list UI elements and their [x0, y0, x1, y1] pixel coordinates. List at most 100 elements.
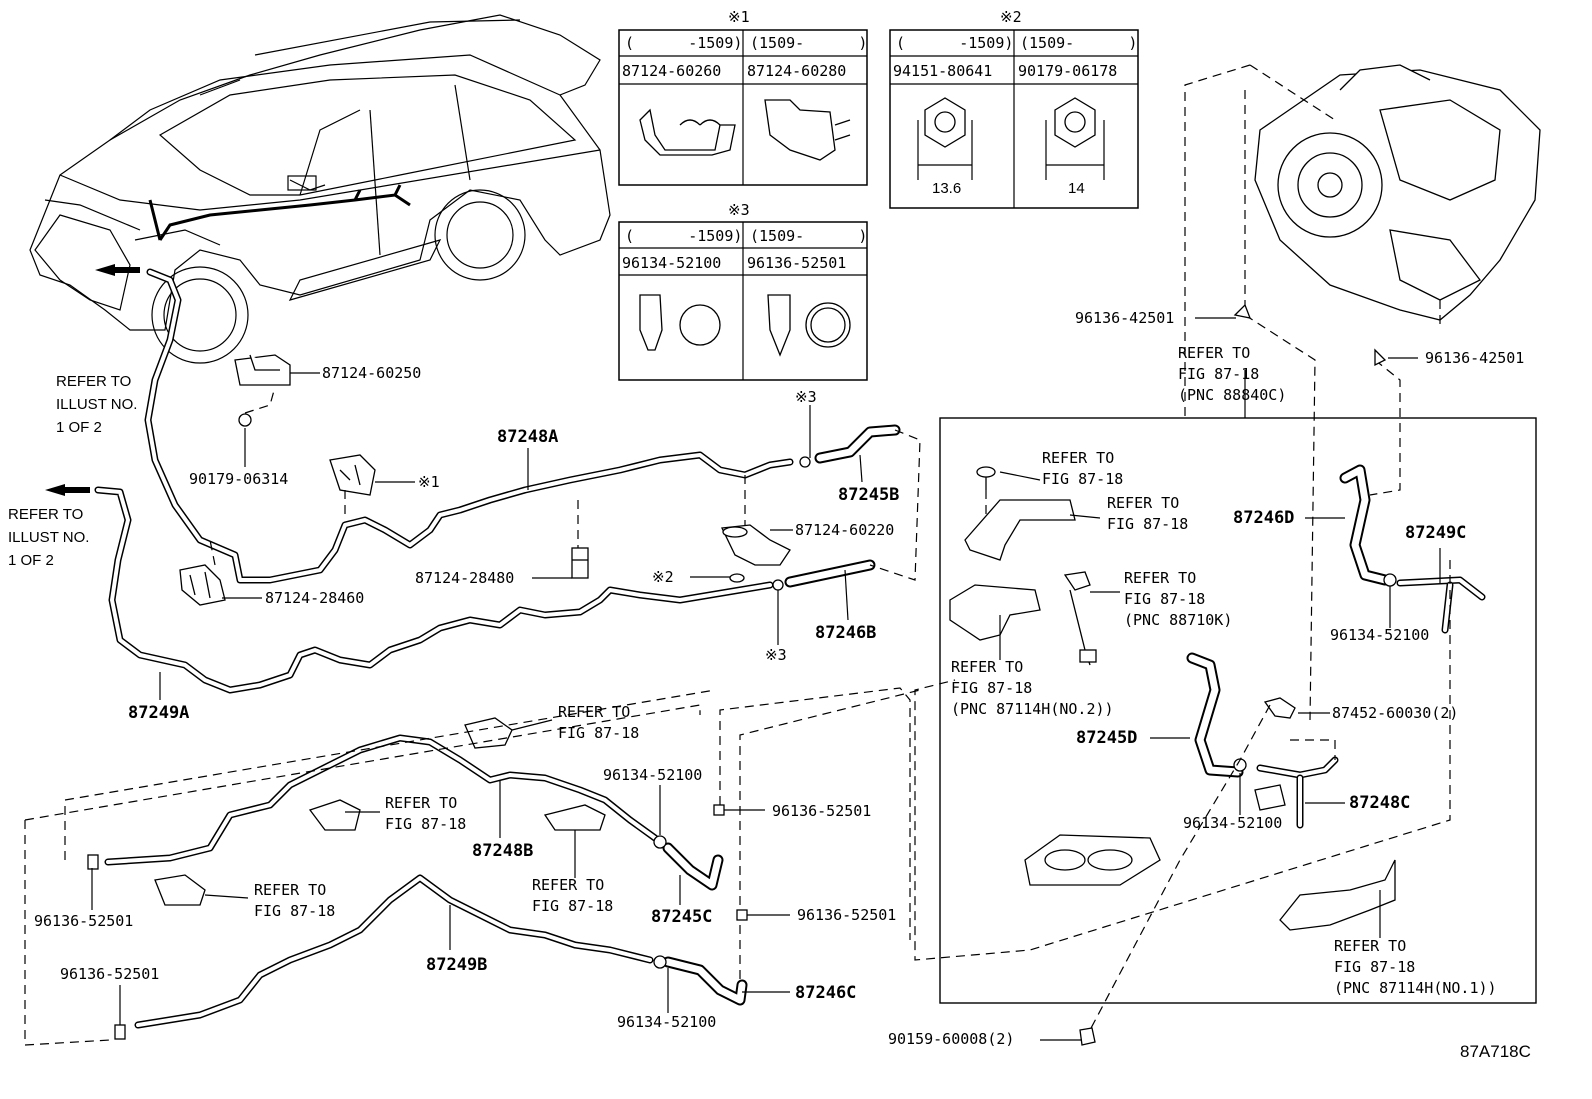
fitting-87452-60030-icon — [1263, 697, 1296, 719]
refer-87114h-1-line1: REFER TO — [1334, 937, 1406, 955]
clip-refer-low3-icon — [543, 804, 606, 831]
refer-88840c-line3: (PNC 88840C) — [1178, 386, 1286, 404]
label-87248B: 87248B — [472, 841, 533, 861]
label-87245D: 87245D — [1076, 728, 1137, 748]
table2-dim2: 14 — [1068, 180, 1085, 197]
table2-part2: 90179-06178 — [1018, 62, 1117, 80]
label-90179-06314: 90179-06314 — [189, 470, 288, 488]
leader-dash — [64, 689, 716, 860]
refer-screw-line2: FIG 87-18 — [1042, 470, 1123, 488]
hose-87245B — [814, 424, 901, 464]
clip-mark1-icon — [329, 454, 376, 496]
leader-dash — [24, 704, 701, 1046]
refer-low1-line1: REFER TO — [558, 703, 630, 721]
clip-87124-28480-icon — [571, 547, 589, 579]
refer-illust-2-line3: 1 OF 2 — [8, 552, 54, 569]
refer-low2-line1: REFER TO — [385, 794, 457, 812]
right-detail-box — [939, 417, 1537, 1004]
clip-icon — [736, 909, 748, 921]
refer-bracket-line1: REFER TO — [1107, 494, 1179, 512]
bracket-refer-icon — [964, 499, 1076, 561]
table3-mark: ※3 — [728, 201, 750, 219]
leader-dash — [1244, 90, 1316, 721]
label-96136-42501-right: 96136-42501 — [1425, 349, 1524, 367]
table2-mark: ※2 — [1000, 8, 1022, 26]
table1-part2: 87124-60280 — [747, 62, 846, 80]
refer-screw-line1: REFER TO — [1042, 449, 1114, 467]
pipe-87249C — [1396, 576, 1486, 634]
arrow-left-icon — [45, 484, 90, 496]
label-87245C: 87245C — [651, 907, 712, 927]
table3-range2: (1509- ) — [750, 227, 867, 245]
refer-88840c-line2: FIG 87-18 — [1178, 365, 1259, 383]
label-87452-60030: 87452-60030(2) — [1332, 704, 1458, 722]
label-87249A: 87249A — [128, 703, 189, 723]
table-mark2 — [889, 29, 1139, 209]
bracket-87124-60250-icon — [234, 354, 291, 386]
label-mark3-bottom: ※3 — [765, 646, 787, 664]
leader-dash — [1290, 739, 1336, 760]
label-87246B: 87246B — [815, 623, 876, 643]
leader-dash — [914, 560, 1451, 961]
label-96136-42501-left: 96136-42501 — [1075, 309, 1174, 327]
leader-dash — [1184, 64, 1336, 420]
bracket-87114h-no1-icon — [1279, 859, 1396, 931]
leader-dash — [1089, 704, 1271, 1031]
table1-range2: (1509- ) — [750, 34, 867, 52]
pipe-87249B — [134, 874, 654, 1029]
refer-low4-line2: FIG 87-18 — [254, 902, 335, 920]
nut-90179-06314-icon — [238, 413, 252, 427]
label-87245B: 87245B — [838, 485, 899, 505]
refer-illust-1-line1: REFER TO — [56, 373, 131, 390]
insulator-pad-icon — [1024, 834, 1161, 886]
label-96134-52100-c: 96134-52100 — [1330, 626, 1429, 644]
refer-88710k-line3: (PNC 88710K) — [1124, 611, 1232, 629]
refer-illust-1-line2: ILLUST NO. — [56, 396, 137, 413]
label-96134-52100-bottom: 96134-52100 — [617, 1013, 716, 1031]
leader-dash — [209, 539, 216, 566]
vehicle-wiring — [148, 184, 411, 241]
refer-illust-2-line2: ILLUST NO. — [8, 529, 89, 546]
clamp-icon — [1383, 573, 1397, 587]
refer-87114h-1-line2: FIG 87-18 — [1334, 958, 1415, 976]
leader-lines — [91, 317, 1441, 1041]
refer-illust-2-line1: REFER TO — [8, 506, 83, 523]
clip-96136-42501-right-icon — [1374, 348, 1387, 367]
clip-icon — [87, 854, 99, 870]
label-mark2: ※2 — [652, 568, 674, 586]
clip-87124-28460-icon — [179, 564, 226, 606]
clamp-icon — [799, 456, 811, 468]
table2-dim1: 13.6 — [932, 180, 961, 197]
refer-88840c-line1: REFER TO — [1178, 344, 1250, 362]
arrow-left-icon — [95, 264, 140, 276]
label-87124-60220: 87124-60220 — [795, 521, 894, 539]
label-87246C: 87246C — [795, 983, 856, 1003]
table3-part1: 96134-52100 — [622, 254, 721, 272]
clamp-icon — [772, 579, 784, 591]
refer-87114h-2-line1: REFER TO — [951, 658, 1023, 676]
bolt-90159-60008-icon — [1079, 1027, 1096, 1046]
refer-87114h-1-line3: (PNC 87114H(NO.1)) — [1334, 979, 1497, 997]
nut-mark2-icon — [729, 573, 745, 583]
refer-illust-1-line3: 1 OF 2 — [56, 419, 102, 436]
label-87124-28480: 87124-28480 — [415, 569, 514, 587]
refer-low3-line1: REFER TO — [532, 876, 604, 894]
refer-low2-line2: FIG 87-18 — [385, 815, 466, 833]
label-87249B: 87249B — [426, 955, 487, 975]
leader-dash — [244, 386, 276, 414]
sensor-88710k-icon — [1063, 571, 1097, 666]
refer-bracket-line2: FIG 87-18 — [1107, 515, 1188, 533]
clip-96136-42501-left-icon — [1233, 303, 1252, 319]
label-87248A: 87248A — [497, 427, 558, 447]
table1-mark: ※1 — [728, 8, 750, 26]
leader-dash — [739, 689, 921, 905]
label-96134-52100-d: 96134-52100 — [1183, 814, 1282, 832]
table2-range1: ( -1509) — [896, 34, 1013, 52]
table3-part2: 96136-52501 — [747, 254, 846, 272]
hose-87245D — [1186, 652, 1244, 778]
refer-88710k-line1: REFER TO — [1124, 569, 1196, 587]
bracket-87114h-no2-icon — [949, 584, 1041, 641]
clip-87124-60220-icon — [721, 524, 791, 566]
pipe-87248A — [144, 268, 794, 584]
label-87248C: 87248C — [1349, 793, 1410, 813]
